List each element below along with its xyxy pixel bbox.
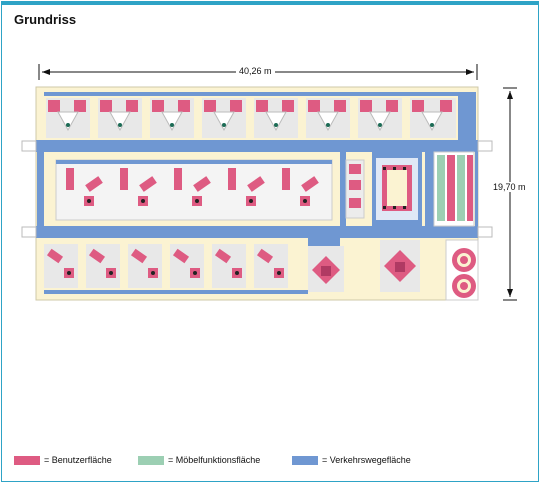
entrance-right-bottom — [477, 226, 493, 238]
bottom-row-units — [44, 240, 420, 294]
furniture-area-swatch — [138, 455, 164, 465]
entrance-left-bottom — [21, 226, 37, 238]
corridor-branch — [308, 238, 340, 246]
corridor-connector — [340, 140, 346, 238]
legend-label-circulation-area: = Verkehrswegefläche — [322, 455, 411, 465]
panel-title: Grundriss — [14, 12, 77, 27]
corridor-bottom — [36, 226, 478, 238]
corridor-right — [475, 140, 478, 238]
legend-label-furniture-area: = Möbelfunktionsfläche — [168, 455, 261, 465]
middle-row-units — [55, 159, 333, 221]
depth-label: 19,70 m — [490, 182, 529, 192]
unit-top — [46, 98, 90, 138]
legend-label-user-area: = Benutzerfläche — [44, 455, 112, 465]
legend-item-furniture-area: = Möbelfunktionsfläche — [138, 455, 260, 465]
service-rooms — [345, 159, 365, 219]
entrance-right-top — [477, 140, 493, 152]
width-label: 40,26 m — [236, 66, 275, 76]
entrance-left-top — [21, 140, 37, 152]
corridor-stair — [425, 140, 434, 238]
storage-room — [433, 151, 475, 227]
corridor-top — [36, 140, 478, 152]
user-area-swatch — [14, 455, 40, 465]
meeting-room — [372, 152, 422, 226]
corridor-left — [37, 140, 44, 238]
circulation-area-swatch — [292, 455, 318, 465]
legend-item-user-area: = Benutzerfläche — [14, 455, 112, 465]
top-row-units — [44, 92, 476, 140]
depth-dimension — [503, 87, 517, 301]
round-tables — [445, 239, 479, 301]
legend-item-circulation-area: = Verkehrswegefläche — [292, 455, 411, 465]
